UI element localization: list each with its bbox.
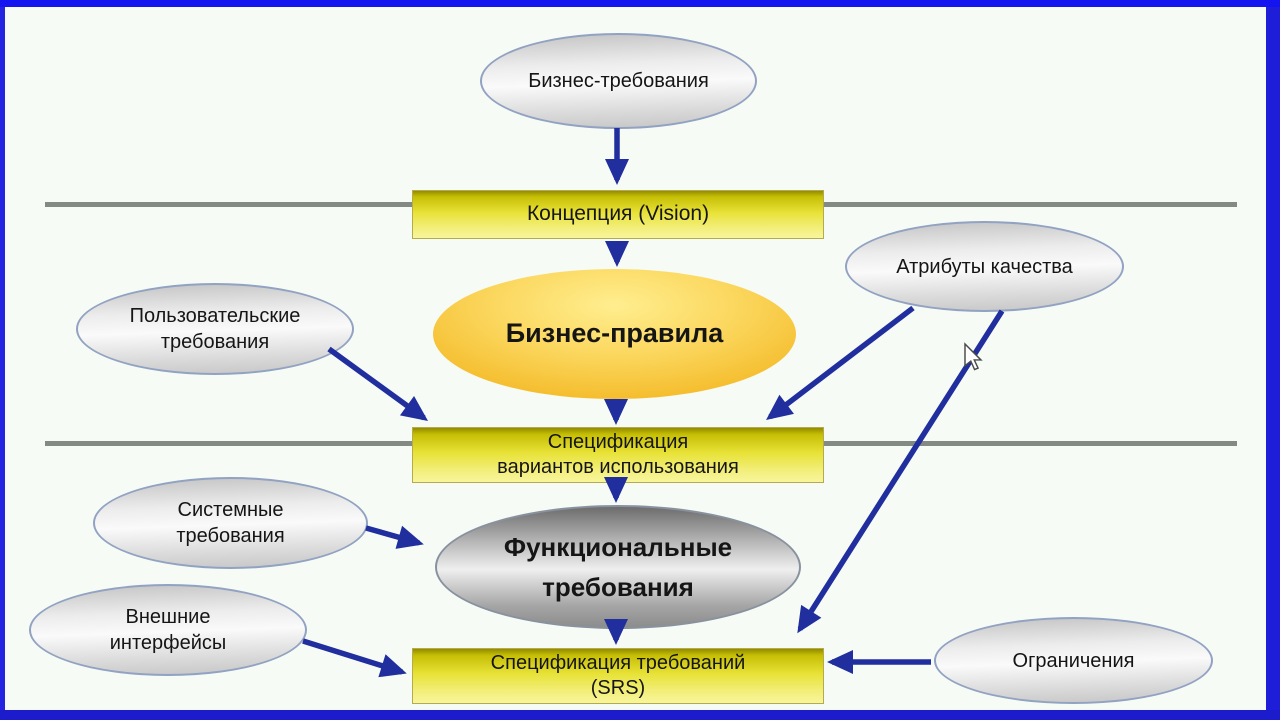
node-label: Концепция (Vision) bbox=[526, 202, 710, 226]
mouse-cursor-icon bbox=[964, 342, 983, 371]
node-functional-requirements: Функциональные требования bbox=[435, 505, 801, 629]
arrow-userreq-to-ucspec bbox=[327, 346, 429, 421]
node-label: Бизнес-требования bbox=[528, 70, 709, 92]
node-label: Системные bbox=[177, 499, 284, 521]
node-label: (SRS) bbox=[590, 677, 646, 699]
frame-right-border bbox=[1266, 0, 1280, 720]
arrow-systemreq-to-functional bbox=[365, 525, 424, 549]
node-label: Спецификация bbox=[547, 431, 689, 453]
node-label: требования bbox=[160, 331, 270, 353]
frame-left-border bbox=[0, 0, 5, 720]
arrow-interfaces-to-srs bbox=[302, 638, 407, 678]
node-label: Спецификация требований bbox=[490, 652, 746, 674]
node-system-requirements: Системные требования bbox=[93, 477, 368, 569]
node-label: интерфейсы bbox=[109, 632, 227, 654]
node-label: Атрибуты качества bbox=[896, 255, 1073, 278]
node-business-requirements: Бизнес-требования bbox=[480, 33, 757, 129]
node-label: требования bbox=[176, 525, 285, 547]
node-label: вариантов использования bbox=[497, 456, 739, 478]
node-label: Пользовательские bbox=[129, 305, 301, 327]
node-label: требования bbox=[542, 572, 694, 602]
node-label: Бизнес-правила bbox=[505, 318, 724, 349]
node-label: Внешние bbox=[125, 606, 211, 628]
frame-top-border bbox=[0, 0, 1280, 7]
node-constraints: Ограничения bbox=[934, 617, 1213, 704]
node-srs-document: Спецификация требований (SRS) bbox=[412, 648, 824, 704]
node-user-requirements: Пользовательские требования bbox=[76, 283, 354, 375]
node-label: Ограничения bbox=[1012, 649, 1135, 672]
node-vision-document: Концепция (Vision) bbox=[412, 190, 824, 239]
node-use-case-spec-document: Спецификация вариантов использования bbox=[412, 427, 824, 483]
frame-bottom-border bbox=[0, 710, 1280, 720]
node-external-interfaces: Внешние интерфейсы bbox=[29, 584, 307, 676]
node-quality-attributes: Атрибуты качества bbox=[845, 221, 1124, 312]
node-business-rules: Бизнес-правила bbox=[433, 269, 796, 399]
arrow-quality-to-srs bbox=[797, 309, 1005, 634]
node-label: Функциональные bbox=[503, 531, 733, 562]
